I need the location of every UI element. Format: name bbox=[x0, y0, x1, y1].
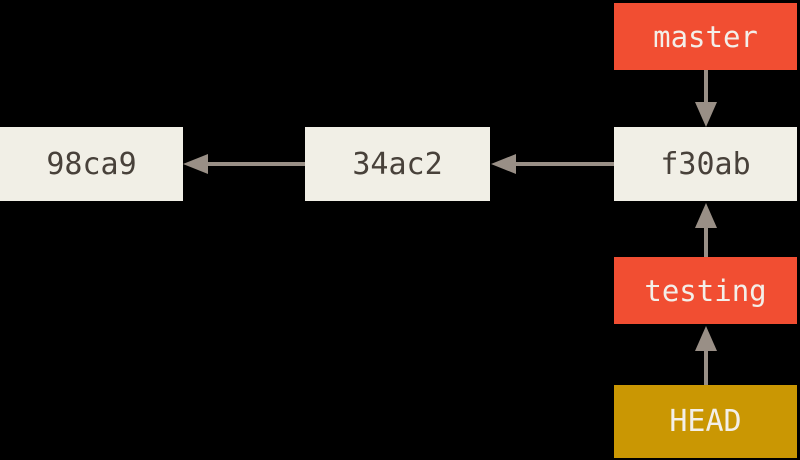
branch-box-master: master bbox=[614, 3, 797, 70]
branch-box-testing: testing bbox=[614, 257, 797, 324]
commit-hash-label: 34ac2 bbox=[352, 146, 443, 182]
branch-name-label: master bbox=[653, 19, 758, 54]
arrowhead-down-icon bbox=[695, 102, 717, 127]
head-box: HEAD bbox=[614, 385, 797, 458]
arrow-shaft bbox=[704, 350, 708, 385]
arrowhead-up-icon bbox=[695, 326, 717, 351]
commit-box-f30ab: f30ab bbox=[614, 127, 797, 201]
arrow-shaft bbox=[208, 162, 305, 166]
commit-box-98ca9: 98ca9 bbox=[0, 127, 183, 201]
arrow-shaft bbox=[704, 70, 708, 103]
commit-hash-label: 98ca9 bbox=[46, 146, 137, 182]
head-label: HEAD bbox=[669, 404, 742, 439]
arrowhead-up-icon bbox=[695, 203, 717, 228]
branch-name-label: testing bbox=[644, 273, 767, 308]
arrowhead-left-icon bbox=[183, 154, 208, 174]
commit-box-34ac2: 34ac2 bbox=[305, 127, 490, 201]
arrow-shaft bbox=[704, 227, 708, 257]
arrowhead-left-icon bbox=[491, 154, 516, 174]
commit-hash-label: f30ab bbox=[660, 146, 751, 182]
arrow-shaft bbox=[516, 162, 614, 166]
